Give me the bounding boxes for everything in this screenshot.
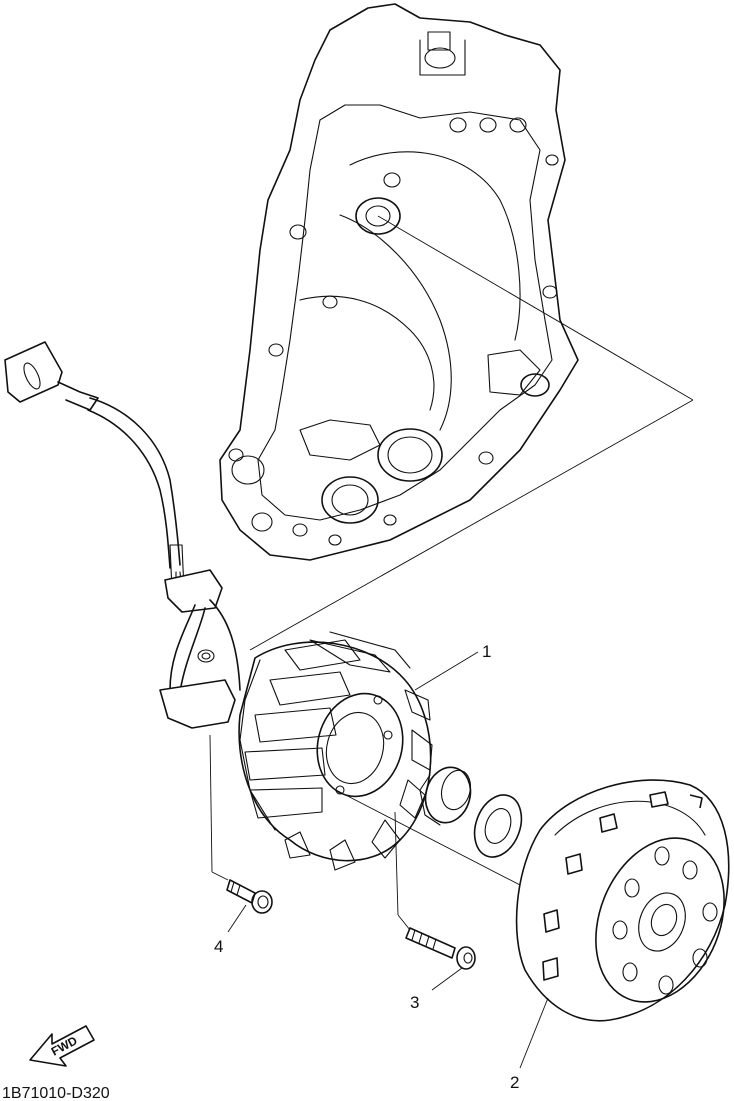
part-label-3: 3 <box>410 993 419 1012</box>
collar <box>419 766 472 826</box>
stator-assembly <box>238 631 433 871</box>
part-label-4: 4 <box>214 937 223 956</box>
part-label-1: 1 <box>482 642 491 661</box>
rotor-flywheel <box>515 779 730 1022</box>
crankcase-cover <box>219 3 579 561</box>
washer <box>473 794 523 858</box>
bolt-part-3 <box>405 927 476 970</box>
part-label-2: 2 <box>510 1073 519 1092</box>
assembly-axis-lines <box>249 215 694 886</box>
stator-coil-poles <box>244 631 433 871</box>
drawing-code: 1B71010-D320 <box>2 1085 110 1101</box>
wire-harness <box>4 341 241 729</box>
bolt-part-4 <box>226 879 273 914</box>
leader-lines <box>209 651 549 1069</box>
forward-arrow-icon: FWD <box>29 1025 95 1067</box>
